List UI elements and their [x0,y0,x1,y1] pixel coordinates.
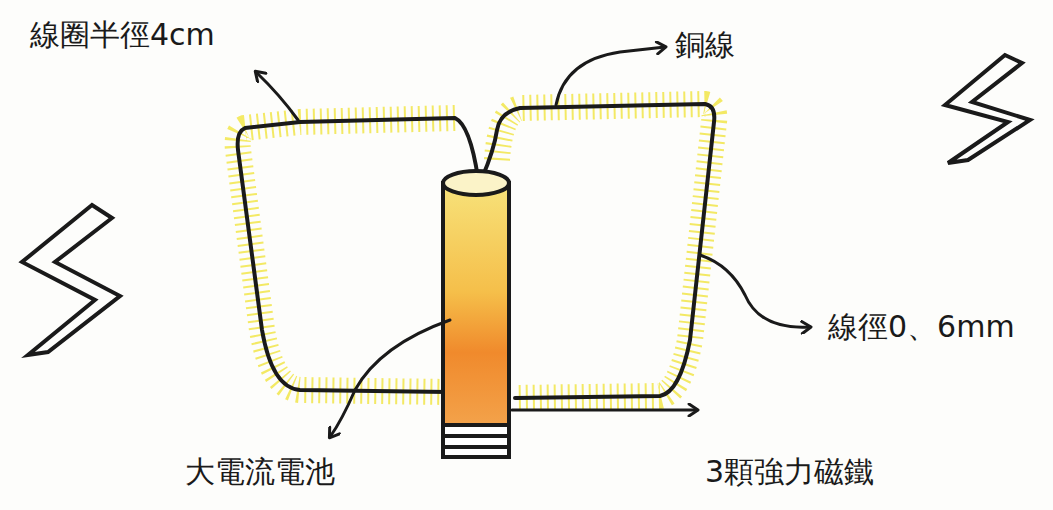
magnet-line [443,434,509,438]
glow-left [238,118,455,392]
battery-top [443,171,509,195]
part-label: 銅線 [675,28,735,61]
coil-right [482,104,714,398]
lightning-left [22,205,120,355]
part-label: 3顆強力磁鐵 [705,455,874,488]
part-label: 大電流電池 [185,455,335,488]
glow-right [497,104,714,398]
magnet-line [443,445,509,449]
part-label: 線圈半徑4cm [30,18,215,51]
magnet-stack [443,425,509,457]
leader-arrow [256,72,298,120]
battery-body [443,183,509,425]
leader-arrows [256,47,810,437]
lightning-right [945,55,1030,163]
part-label: 線徑0、6mm [828,310,1015,343]
leader-arrow [330,320,450,437]
battery [443,171,509,425]
magnets [443,425,509,457]
leader-arrow [512,409,697,412]
leader-arrow [700,255,810,327]
lightning [22,55,1030,355]
leader-arrow [556,47,665,105]
